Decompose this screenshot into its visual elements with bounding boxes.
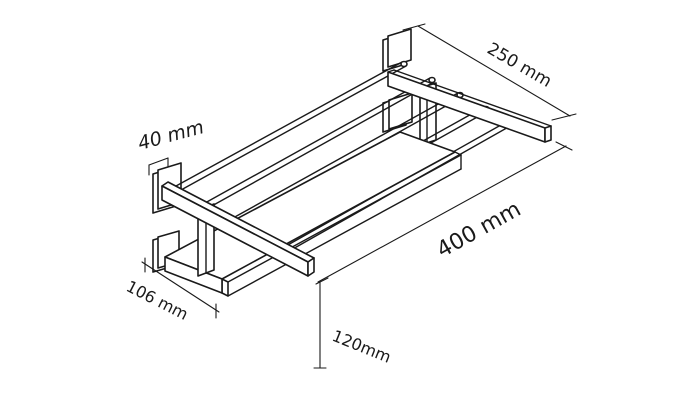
dimension-120: 120mm bbox=[313, 277, 394, 369]
dim-120-label: 120mm bbox=[330, 326, 394, 367]
dim-40-label: 40 mm bbox=[136, 116, 207, 155]
dim-400-label: 400 mm bbox=[433, 197, 525, 263]
front-cross-bar bbox=[161, 181, 315, 277]
right-cross-bar bbox=[387, 69, 552, 143]
dim-106-label: 106 mm bbox=[123, 277, 191, 324]
dim-250-label: 250 mm bbox=[484, 39, 555, 92]
